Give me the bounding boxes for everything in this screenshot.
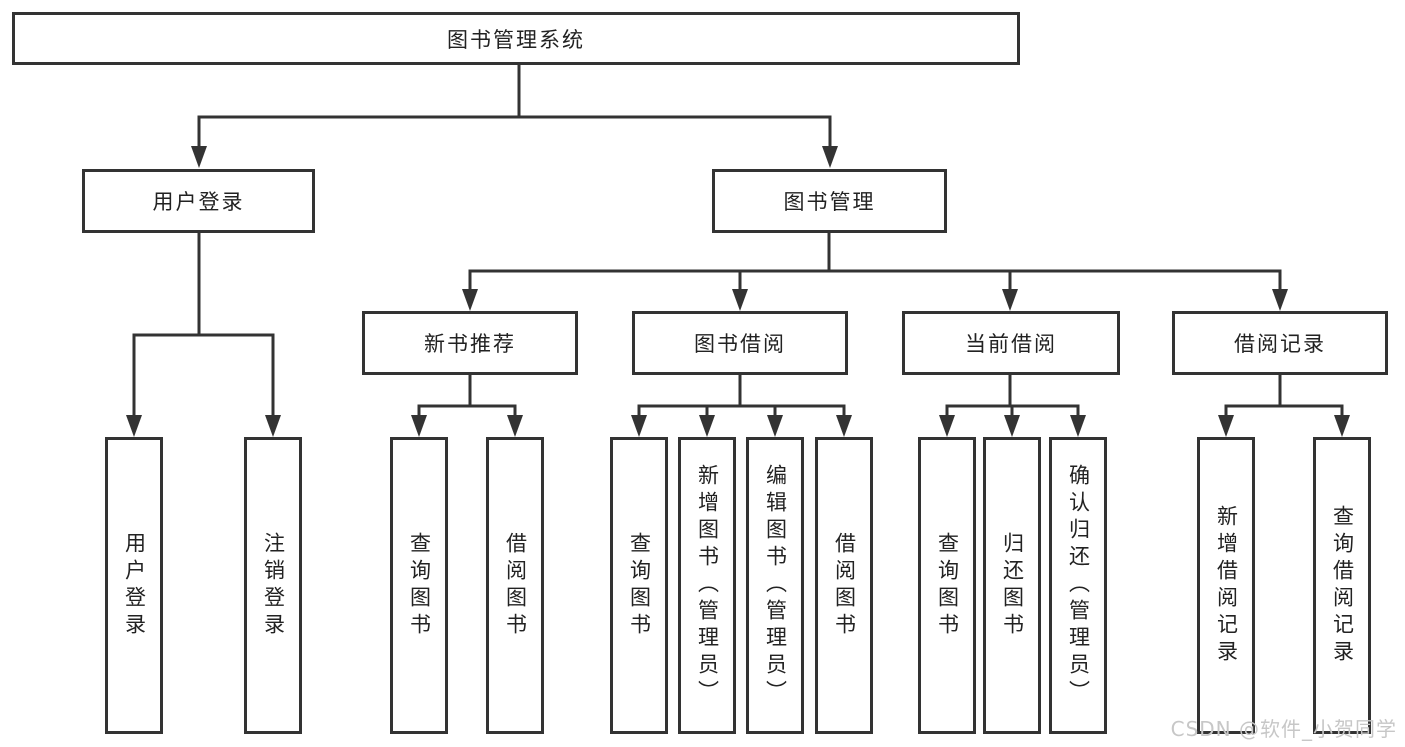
- node-new-book-recommend: 新书推荐: [362, 311, 578, 375]
- connector-login-rail: [132, 333, 275, 420]
- leaf-borrow-books-recommend: 借阅图书: [486, 437, 544, 734]
- node-book-borrow: 图书借阅: [632, 311, 848, 375]
- connector-rail-book-borrow: [637, 404, 846, 420]
- connector-rail-borrow-records: [1224, 404, 1344, 420]
- leaf-confirm-return-admin: 确认归还（管理员）: [1049, 437, 1107, 734]
- leaf-add-borrow-record: 新增借阅记录: [1197, 437, 1255, 734]
- leaf-edit-book-admin: 编辑图书（管理员）: [746, 437, 804, 734]
- node-borrow-records: 借阅记录: [1172, 311, 1388, 375]
- arrowheads: [126, 146, 1350, 437]
- leaf-return-book: 归还图书: [983, 437, 1041, 734]
- leaf-query-books-current: 查询图书: [918, 437, 976, 734]
- leaf-borrow-books: 借阅图书: [815, 437, 873, 734]
- leaf-query-books-recommend: 查询图书: [390, 437, 448, 734]
- node-user-login: 用户登录: [82, 169, 315, 233]
- leaf-query-borrow-record: 查询借阅记录: [1313, 437, 1371, 734]
- node-current-borrow: 当前借阅: [902, 311, 1120, 375]
- leaf-query-books-borrow: 查询图书: [610, 437, 668, 734]
- connector-rail-new-book: [417, 404, 517, 420]
- leaf-logout: 注销登录: [244, 437, 302, 734]
- node-root-system: 图书管理系统: [12, 12, 1020, 65]
- connector-root-rail: [197, 115, 832, 150]
- csdn-watermark: CSDN @软件_小贺同学: [1170, 717, 1397, 741]
- connector-group-stems: [468, 375, 1282, 406]
- connector-mgmt-rail: [468, 269, 1282, 293]
- node-book-management: 图书管理: [712, 169, 947, 233]
- leaf-add-book-admin: 新增图书（管理员）: [678, 437, 736, 734]
- leaf-user-login: 用户登录: [105, 437, 163, 734]
